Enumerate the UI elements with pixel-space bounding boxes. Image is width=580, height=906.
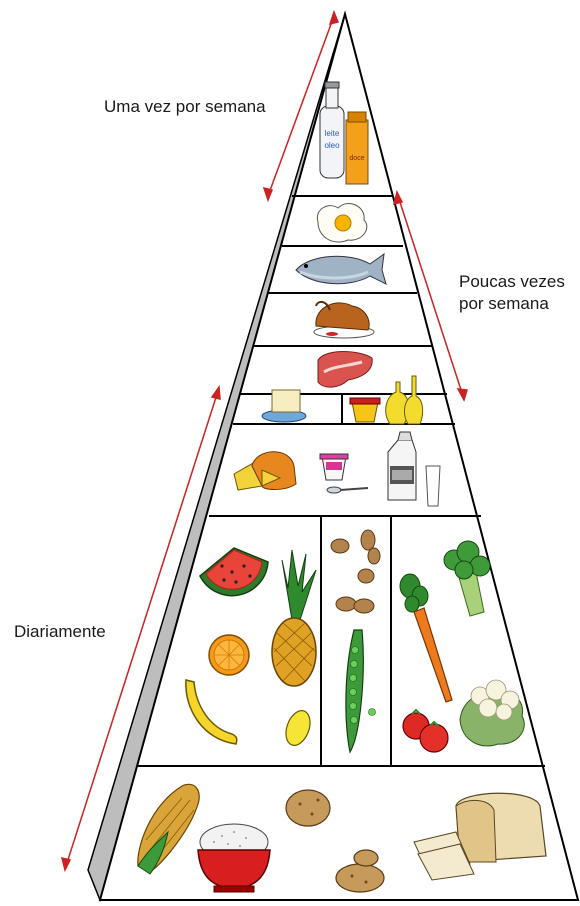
milk-glass-icon bbox=[426, 466, 440, 506]
label-few-times-per-week: Poucas vezes por semana bbox=[459, 271, 579, 315]
label-few-times-line2: por semana bbox=[459, 293, 579, 315]
label-few-times-line1: Poucas vezes bbox=[459, 271, 579, 293]
orange-icon bbox=[209, 635, 249, 675]
label-daily: Diariamente bbox=[14, 621, 106, 643]
box-text: doce bbox=[349, 155, 364, 162]
sweets-box-icon: doce bbox=[346, 112, 368, 184]
egg-icon bbox=[317, 204, 366, 242]
bottle-text-1: leite bbox=[325, 129, 340, 138]
bottle-text-2: oleo bbox=[324, 141, 340, 150]
label-weekly: Uma vez por semana bbox=[104, 96, 266, 118]
